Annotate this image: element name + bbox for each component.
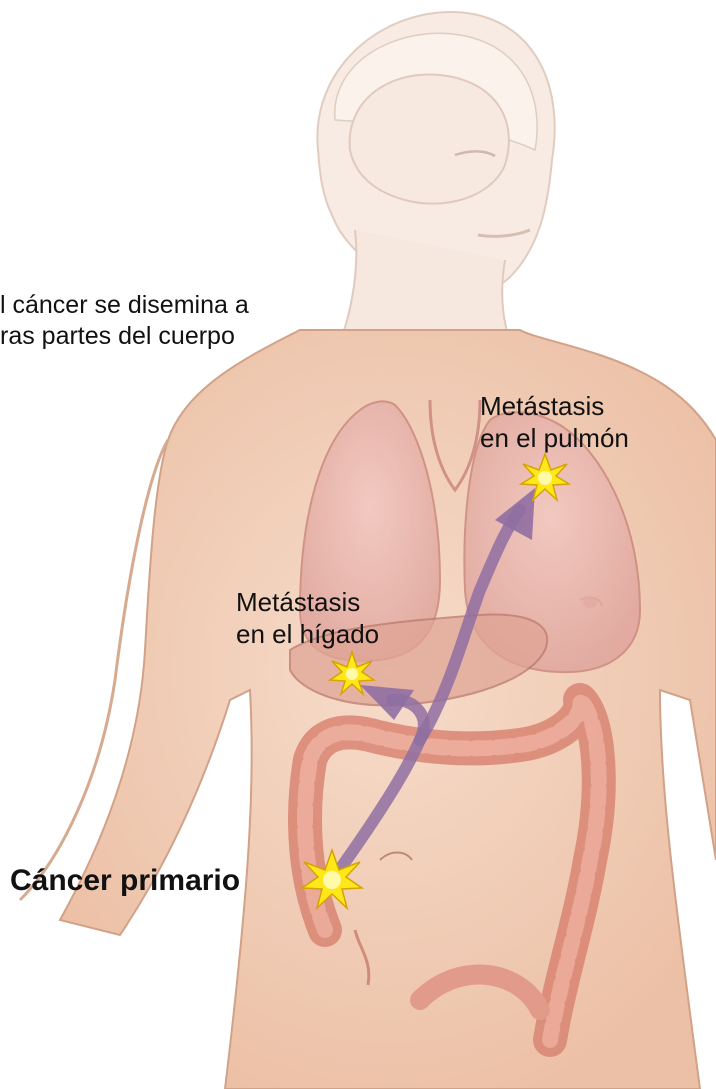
liver-arrowhead-icon — [360, 685, 414, 720]
intestines — [288, 683, 616, 1057]
liver-label-line-1: Metástasis — [236, 587, 361, 617]
head — [316, 10, 556, 361]
lung-tumor-starburst-icon — [518, 451, 572, 503]
lung-metastasis-label: Metástasis en el pulmón — [480, 390, 629, 454]
intro-line-2: ras partes del cuerpo — [0, 322, 235, 350]
curved-arrow-icon — [414, 504, 526, 746]
intro-line-1: l cáncer se disemina a — [0, 291, 249, 319]
primary-tumor-starburst-icon — [299, 847, 365, 911]
lungs — [298, 399, 642, 674]
spread-arrows — [332, 488, 535, 878]
intro-caption: l cáncer se disemina a ras partes del cu… — [0, 290, 249, 352]
liver-tumor-starburst-icon — [327, 649, 377, 697]
lung-arrowhead-icon — [495, 488, 535, 540]
tumor-markers — [299, 451, 572, 911]
lung-label-line-2: en el pulmón — [480, 423, 629, 453]
liver-metastasis-label: Metástasis en el hígado — [236, 586, 379, 650]
liver-label-line-2: en el hígado — [236, 619, 380, 649]
primary-cancer-label: Cáncer primario — [10, 864, 241, 897]
lung-label-line-1: Metástasis — [480, 391, 605, 421]
